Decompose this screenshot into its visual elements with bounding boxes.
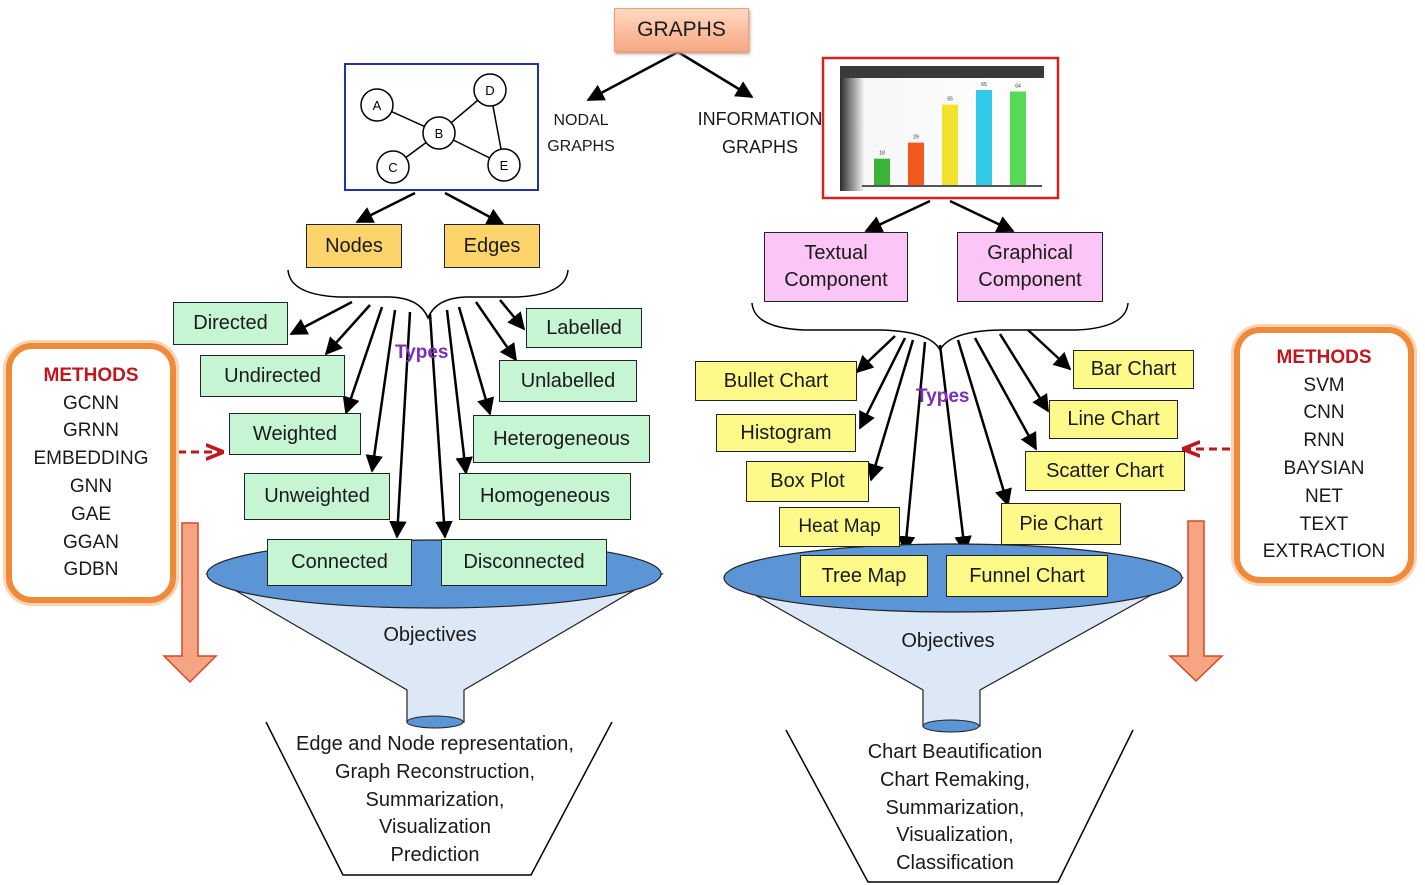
graph-node-label: B [435,126,444,141]
type-undirected: Undirected [200,355,345,397]
information-objectives-label: Objectives [901,630,995,652]
mini-bar [874,158,890,185]
nodal-objective: Visualization [379,816,491,839]
information-objective: Chart Beautification [867,741,1043,763]
type-labelled: Labelled [526,308,642,348]
mini-bar-group: 18 29 55 65 64 [874,82,1026,185]
methods-arrows [178,449,1230,452]
graphical-line1: Graphical [987,242,1073,264]
type-connected: Connected [267,539,412,586]
information-methods-title: METHODS [1276,346,1372,368]
graph-node-label: D [485,83,494,98]
information-methods-box: METHODS SVM CNN RNN BAYSIAN NET TEXT EXT… [1234,327,1414,583]
mini-bar [942,104,958,185]
information-method: CNN [1303,402,1345,424]
graph-node-label: E [500,158,509,173]
type-tree-map: Tree Map [800,555,928,597]
type-unlabelled: Unlabelled [499,360,637,402]
information-type-arrows [855,329,1072,554]
type-homogeneous: Homogeneous [459,473,631,520]
information-objective: Chart Remaking, [879,768,1031,791]
mini-bar [908,142,924,185]
type-funnel-chart: Funnel Chart [946,555,1108,597]
graph-node-label: C [388,160,397,175]
information-method: BAYSIAN [1283,458,1365,479]
example-chart: 18 29 55 65 64 [821,56,1060,200]
type-bullet-chart: Bullet Chart [695,361,857,401]
nodes-box: Nodes [306,224,402,268]
information-graphs-line1: INFORMATION [697,109,823,129]
nodal-objectives-list: Edge and Node representation, Graph Reco… [270,731,600,870]
nodal-methods-title: METHODS [43,364,139,386]
nodal-objective: Summarization, [365,788,505,811]
type-weighted: Weighted [229,413,361,455]
information-method: RNN [1303,430,1345,452]
textual-component-box: Textual Component [764,232,908,302]
type-heterogeneous: Heterogeneous [473,415,650,463]
mini-bar-label: 55 [947,97,953,103]
nodal-objective: Graph Reconstruction, [334,760,536,783]
mini-bar [976,90,992,185]
down-arrows [162,520,1224,684]
graphical-line2: Component [978,269,1082,291]
mini-bar-label: 18 [879,151,885,157]
mini-bar-label: 65 [981,82,987,88]
information-method: SVM [1303,374,1345,396]
information-objective: Classification [896,852,1014,875]
type-histogram: Histogram [716,414,856,452]
mini-bar-label: 64 [1015,83,1021,89]
root-graphs-box: GRAPHS [614,8,749,52]
information-graphs-label: INFORMATION GRAPHS [692,105,828,161]
information-method: EXTRACTION [1262,541,1386,563]
nodal-method: GCNN [63,392,119,414]
root-arrows [586,50,754,102]
information-types-label: Types [916,386,970,407]
edges-box: Edges [444,224,540,268]
nodal-method: GRNN [63,420,119,442]
nodal-type-arrows [289,299,526,539]
example-graph: A B C D E [344,63,539,191]
nodal-objectives-label: Objectives [383,624,477,646]
information-objective: Visualization, [896,824,1014,847]
nodal-method: GAE [70,503,112,525]
nodal-objective: Edge and Node representation, [296,733,574,755]
mini-bar-label: 29 [913,135,919,141]
nodal-types-label: Types [395,342,449,363]
type-unweighted: Unweighted [244,473,390,520]
nodal-method: GNN [69,476,113,497]
textual-line1: Textual [804,242,868,264]
mini-bar [1010,91,1026,185]
information-graphs-line2: GRAPHS [721,137,799,157]
type-pie-chart: Pie Chart [1001,503,1121,545]
information-objectives-list: Chart Beautification Chart Remaking, Sum… [805,739,1105,878]
component-arrows [355,191,1015,233]
nodal-methods-box: METHODS GCNN GRNN EMBEDDING GNN GAE GGAN… [6,343,176,603]
nodal-method: GGAN [63,531,119,553]
information-method: TEXT [1299,513,1349,535]
type-directed: Directed [173,302,288,345]
type-heat-map: Heat Map [779,507,900,547]
graph-node-label: A [373,98,382,113]
nodal-objective: Prediction [390,844,480,867]
nodal-method: GDBN [63,559,119,581]
type-line-chart: Line Chart [1049,400,1178,439]
nodal-graphs-label: NODAL GRAPHS [536,108,626,160]
graphical-component-box: Graphical Component [957,232,1103,302]
nodal-method: EMBEDDING [33,448,149,470]
type-scatter-chart: Scatter Chart [1025,451,1185,491]
type-bar-chart: Bar Chart [1073,350,1194,389]
nodal-graphs-line1: NODAL [553,112,609,129]
information-objective: Summarization, [885,796,1025,819]
type-disconnected: Disconnected [441,539,607,586]
textual-line2: Component [784,269,888,291]
nodal-graphs-line2: GRAPHS [547,138,615,155]
information-method: NET [1305,485,1343,507]
type-box-plot: Box Plot [746,461,869,502]
